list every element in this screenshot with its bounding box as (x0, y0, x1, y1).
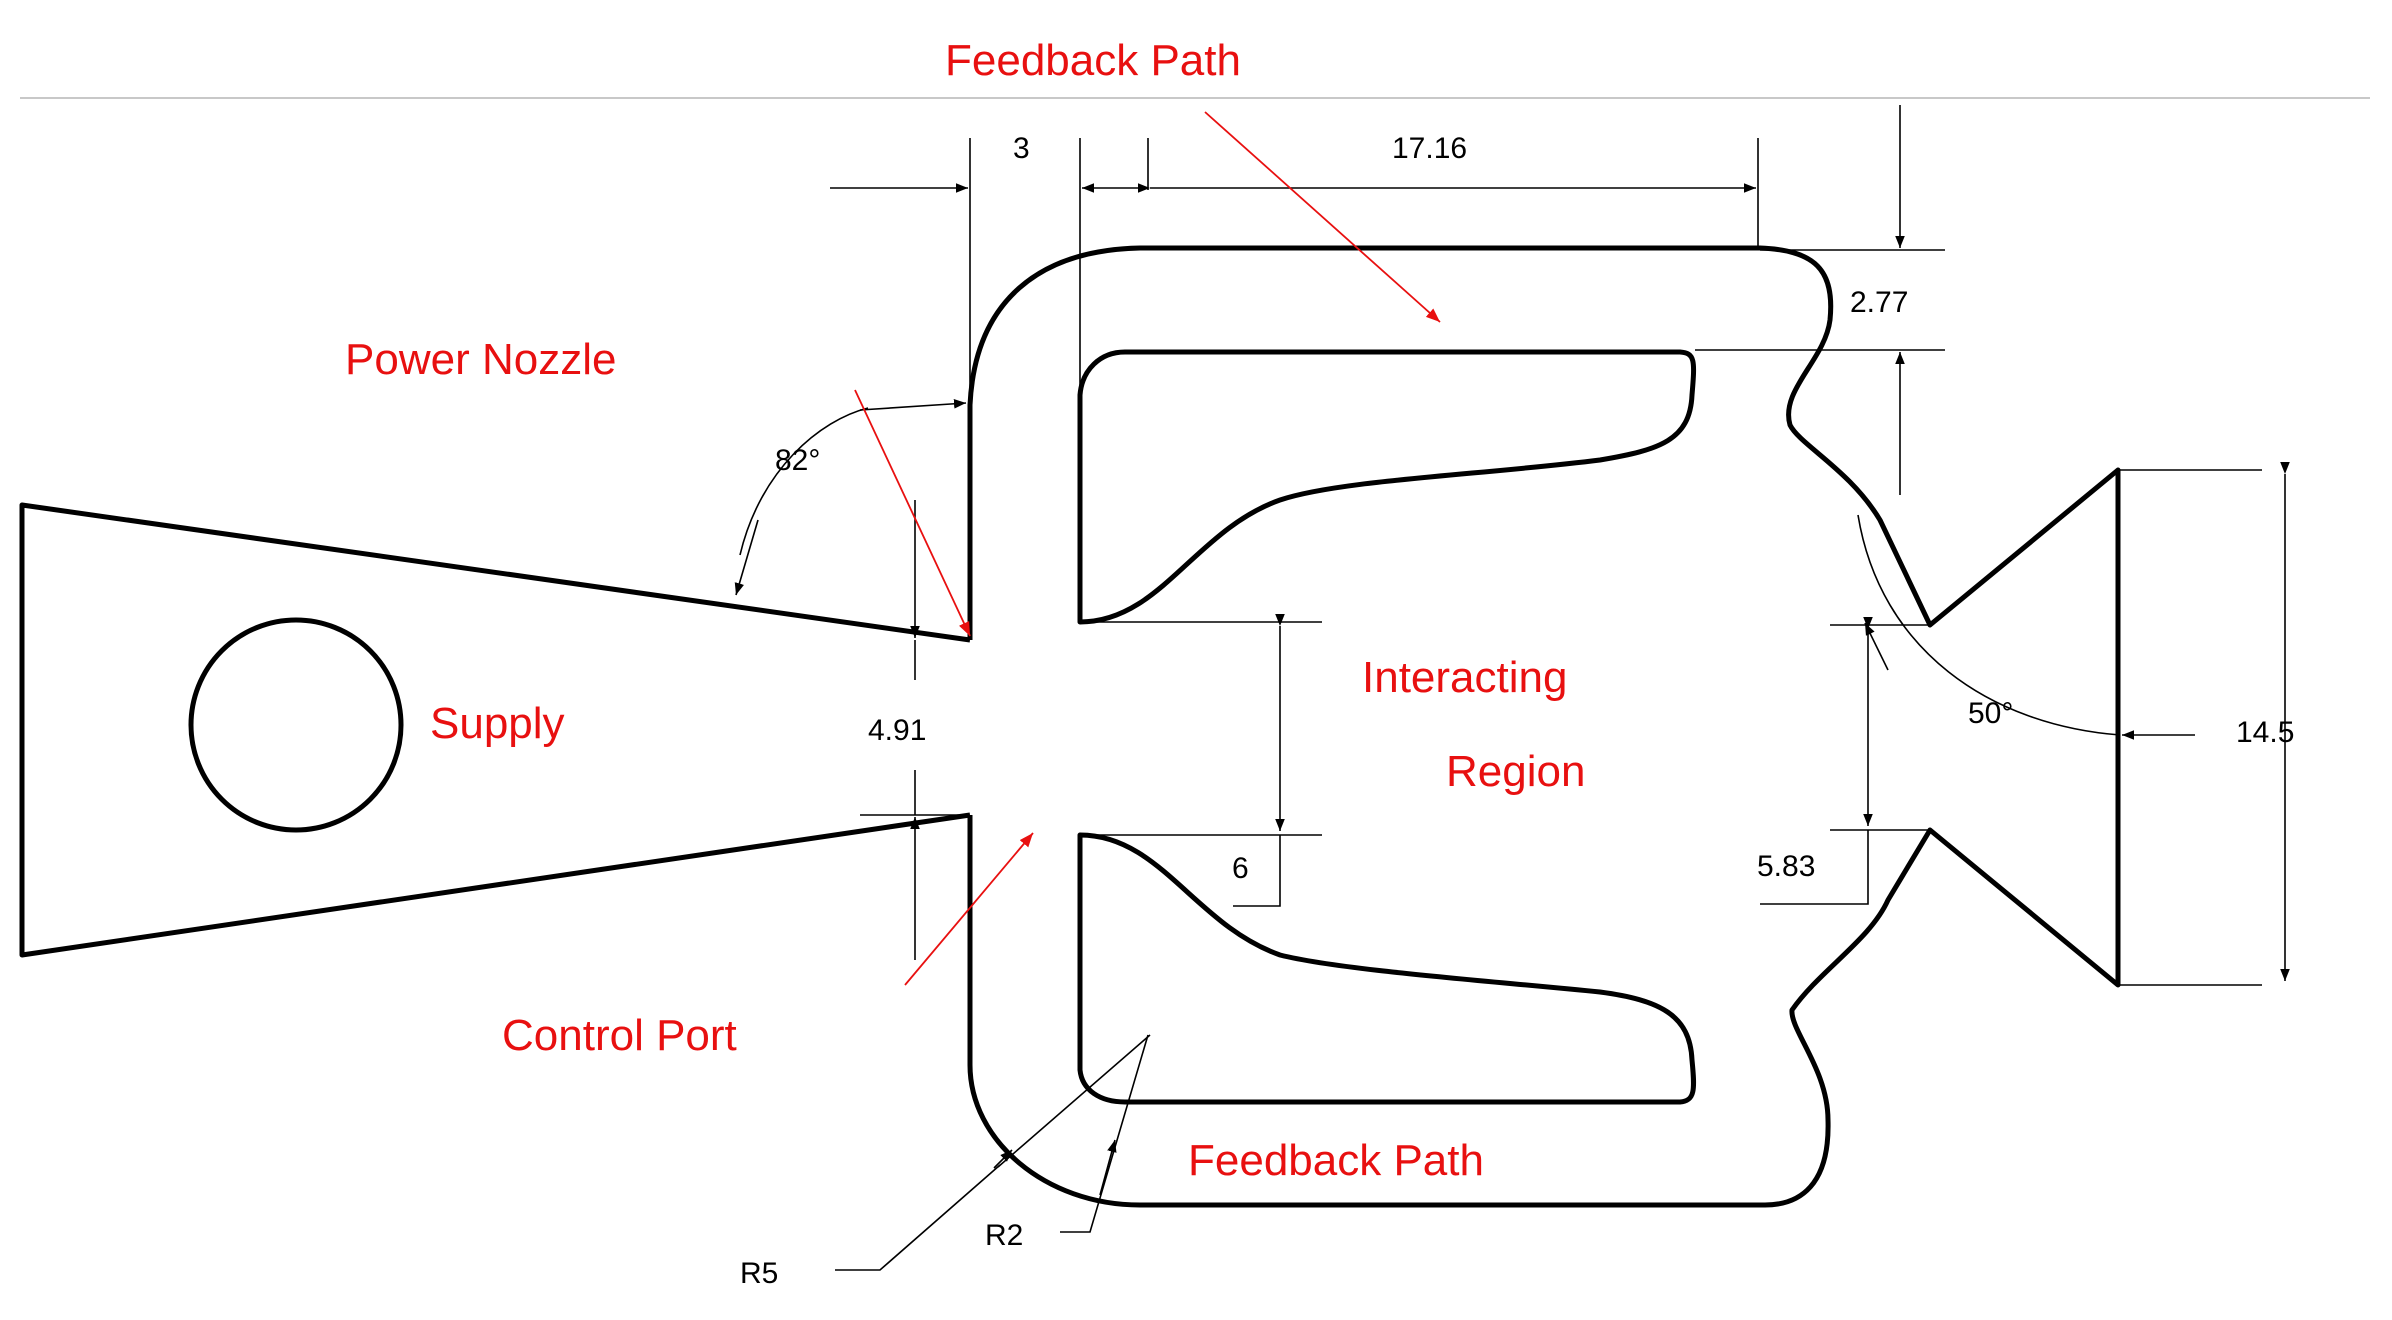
dim-interaction-gap: 6 (1232, 852, 1249, 885)
interacting-region-label-line1: Interacting (1362, 653, 1567, 702)
dim-nozzle-width: 4.91 (868, 714, 926, 747)
feedback-path-top-leader (1204, 111, 1441, 323)
supply-taper-outline (19, 502, 971, 958)
upper-island-outline (1077, 349, 1696, 625)
dim-outlet-height: 14.5 (2236, 716, 2294, 749)
dim-outlet-width: 5.83 (1757, 850, 1815, 883)
lower-island-outline (1077, 832, 1696, 1105)
dim-control-port-width: 3 (1013, 132, 1030, 165)
dim-divergence-angle: 50° (1968, 697, 2013, 730)
dim-feedback-length: 17.16 (1392, 132, 1467, 165)
feedback-path-top-label: Feedback Path (945, 36, 1241, 85)
supply-label: Supply (430, 699, 565, 748)
power-nozzle-leader (854, 389, 971, 637)
dimension-lines (734, 105, 2290, 1271)
control-port-leader (904, 832, 1034, 986)
control-port-label: Control Port (502, 1011, 737, 1060)
dim-inner-radius: R2 (985, 1219, 1023, 1252)
dim-feedback-path-width: 2.77 (1850, 286, 1908, 319)
device-outline (19, 245, 2121, 1208)
interacting-region-label-line2: Region (1446, 747, 1585, 796)
dim-outer-radius: R5 (740, 1257, 778, 1290)
supply-circle (188, 617, 404, 833)
outer-body-outline (967, 245, 2121, 1208)
annotation-leaders (854, 111, 1441, 986)
power-nozzle-label: Power Nozzle (345, 335, 616, 384)
dim-nozzle-angle: 82° (775, 444, 820, 477)
feedback-path-bottom-label: Feedback Path (1188, 1136, 1484, 1185)
